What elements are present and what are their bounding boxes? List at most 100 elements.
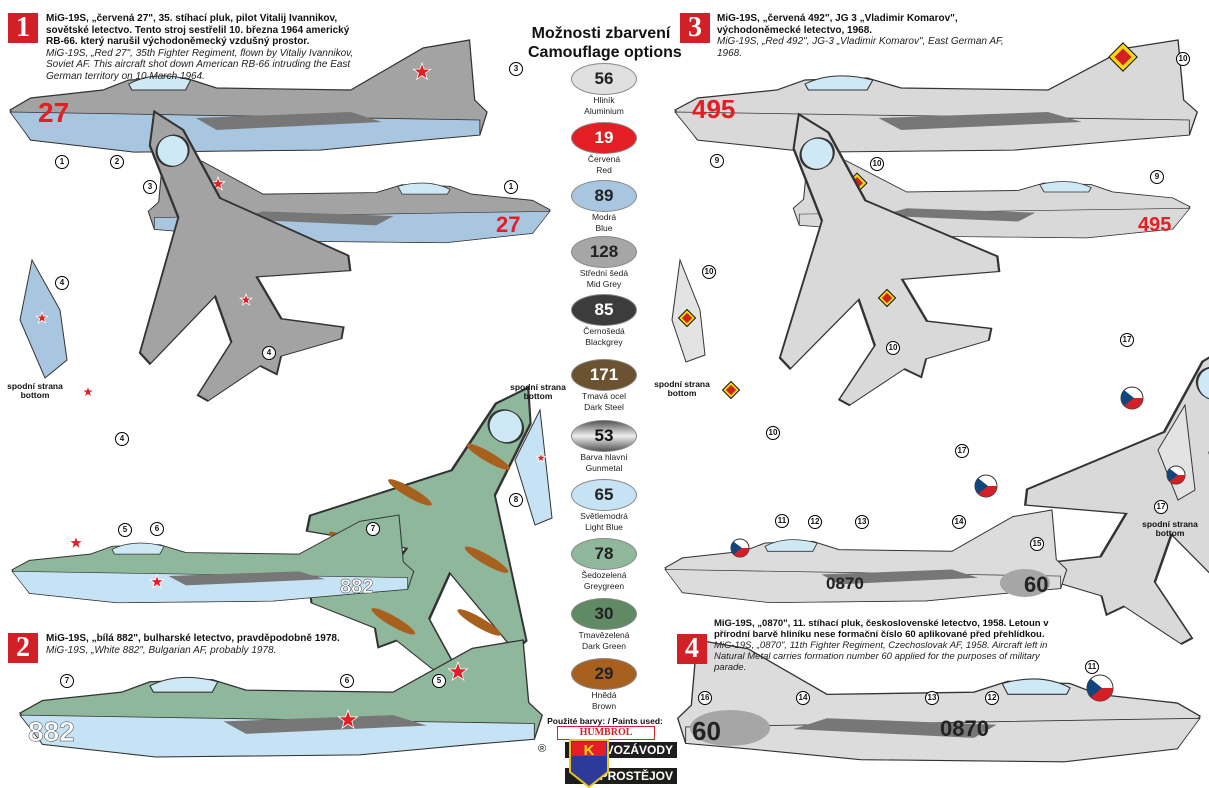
mig19-scheme1-side-large [9,39,488,153]
scheme-badge-2: 2 [8,633,38,663]
callout-17: 17 [1120,333,1134,347]
canopy [397,182,451,195]
callout-17: 17 [955,444,969,458]
scheme-3-description: MiG-19S, „červená 492", JG 3 „Vladimir K… [717,13,1007,59]
czech-roundel-blue [731,541,742,555]
scheme-badge-3: 3 [680,13,710,43]
callout-4: 4 [55,276,69,290]
mig19-scheme2-side-large [19,639,544,758]
swatch-label-cz: Střední šedá [579,268,629,278]
callout-2: 2 [110,155,124,169]
canopy [111,542,165,555]
swatch-label-en: Brown [591,701,617,711]
scheme-1-description: MiG-19S, „červená 27", 35. stíhací pluk,… [46,13,366,82]
wing [195,112,382,130]
underside-label-cz: spodní strana [510,382,566,392]
swatch-label-en: Dark Steel [584,402,624,412]
airframe [138,109,352,402]
swatch-label-en: Aluminium [584,106,624,116]
canopy [799,137,835,171]
callout-13: 13 [925,691,939,705]
registered-mark: ® [538,743,547,755]
mig19-scheme2-side-small [11,514,415,604]
side-number-27-small: 27 [496,212,521,237]
callout-4: 4 [262,346,276,360]
canopy [1039,181,1092,193]
swatch-label-cz: Světlemodrá [580,511,628,521]
underside-wing-panel [514,408,553,526]
swatch-label-cz: Barva hlavní [580,452,628,462]
callout-3: 3 [509,62,523,76]
canopy [1001,678,1071,695]
swatch-label-en: Light Blue [585,522,623,532]
bulgarian-star-marking [68,534,84,550]
camouflage-title-cz: Možnosti zbarvení [531,25,671,42]
callout-10: 10 [886,341,900,355]
side-number-27: 27 [38,97,70,128]
scheme-4-description: MiG-19S, „0870", 11. stíhací pluk, česko… [714,618,1070,673]
callout-10: 10 [766,426,780,440]
czech-roundel-blue [975,478,988,494]
bulgarian-star-marking [447,660,469,682]
callout-8: 8 [509,493,523,507]
camo-spot [371,608,416,635]
bulgarian-star-marking [337,708,359,730]
swatch-color: 29 [571,658,637,690]
camo-spot [464,546,509,573]
callout-10: 10 [1176,52,1190,66]
side-number-882: 882 [340,576,374,599]
callout-6: 6 [150,522,164,536]
camo-spot [457,609,501,636]
bulgarian-star-marking [149,573,165,589]
callout-5: 5 [118,523,132,537]
swatch-label-cz: Červená [587,154,621,164]
underside-label-cz: spodní strana [1142,519,1198,529]
callout-3: 3 [143,180,157,194]
swatch-label-cz: Šedozelená [581,570,627,580]
side-number-0870: 0870 [826,574,864,593]
callout-4: 4 [115,432,129,446]
gdr-emblem-inner [681,312,693,324]
formation-number-panel [690,710,770,746]
camouflage-title-en: Camouflage options [528,44,682,61]
mig19-scheme3-planform [778,112,1001,407]
wing [878,112,1082,130]
swatch-label-en: Dark Green [582,641,626,651]
paints-used-label: Použité barvy: / Paints used: [547,716,663,726]
underside-label-en: bottom [20,390,50,400]
underside-label-cz: spodní strana [654,379,710,389]
underside-label-en: bottom [667,388,697,398]
callout-14: 14 [796,691,810,705]
swatch-label-en: Mid Grey [586,279,622,289]
mig19-scheme4-side-large [676,639,1201,763]
callout-13: 13 [855,515,869,529]
callout-16: 16 [698,691,712,705]
czech-roundel-blue [1121,390,1134,406]
callout-5: 5 [432,674,446,688]
formation-number-60-large: 60 [692,716,721,746]
camo-spot [388,479,432,506]
canopy [128,75,192,91]
swatch-color: 89 [571,180,637,212]
callout-12: 12 [808,515,822,529]
svg-text:K: K [584,742,595,759]
scheme-2-text-en: MiG-19S, „White 882", Bulgarian AF, prob… [46,644,277,656]
scheme-2-description: MiG-19S, „bílá 882", bulharské letectvo,… [46,633,416,656]
scheme-4-text-cz: MiG-19S, „0870", 11. stíhací pluk, česko… [714,618,1049,640]
swatch-label-cz: Tmavá ocel [582,391,626,401]
callout-14: 14 [952,515,966,529]
kovozavody-shield-logo: K [569,739,609,788]
callout-7: 7 [60,674,74,688]
swatch-color: 171 [571,359,637,391]
canopy [1195,366,1209,401]
